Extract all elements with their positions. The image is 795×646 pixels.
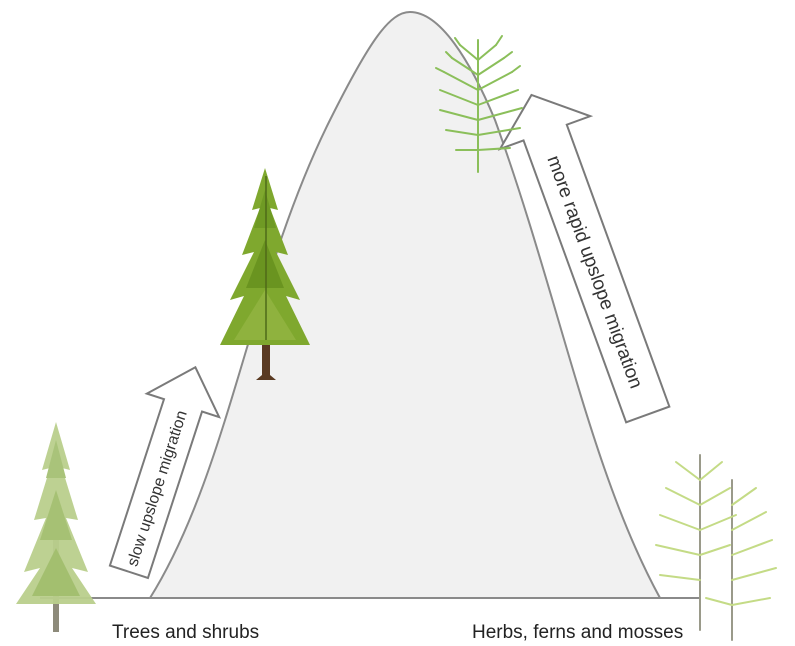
herbs-ferns-mosses-caption: Herbs, ferns and mosses [472,622,683,644]
pale-fern-tree-icon [656,455,776,640]
pale-conifer-icon [16,422,96,632]
trees-and-shrubs-caption: Trees and shrubs [112,622,259,644]
